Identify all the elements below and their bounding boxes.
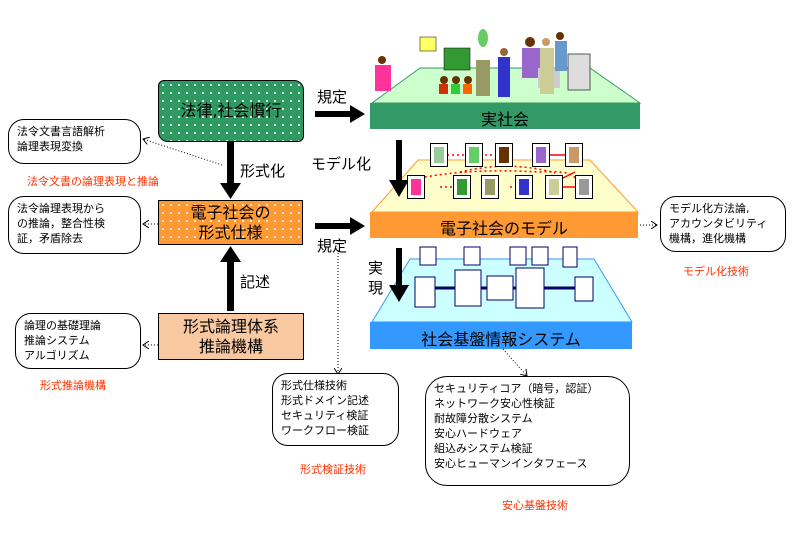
logic-box-line-2: 推論機構 <box>198 336 263 356</box>
arrow-describe <box>220 246 241 311</box>
spec-box-line-1: 電子社会の <box>190 202 271 222</box>
modeling-caption: モデル化技術 <box>683 265 749 278</box>
logic-box: 形式論理体系 推論機構 <box>158 313 304 360</box>
model-card <box>532 143 550 167</box>
model-card <box>575 175 593 199</box>
modeling-line-3: 機構，進化機構 <box>669 232 746 245</box>
logic-foundation-caption: 形式推論機構 <box>40 379 106 392</box>
reasoning-line-1: 法令論理表現から <box>17 202 105 215</box>
modeling-line-2: アカウンタビリティ <box>669 217 768 230</box>
safety-line-4: 安心ハードウェア <box>434 427 522 440</box>
logic-foundation-bubble: 論理の基礎理論 推論システム アルゴリズム <box>15 313 141 369</box>
legal-analysis-line-2: 論理表現変換 <box>17 140 83 153</box>
arrow-formalize <box>220 140 241 199</box>
formalize-label: 形式化 <box>240 162 286 180</box>
safety-line-2: ネットワーク安心性検証 <box>434 397 555 410</box>
verification-line-2: 形式ドメイン記述 <box>281 394 369 407</box>
arrow-regulate-mid <box>315 217 365 235</box>
spec-box-line-2: 形式仕様 <box>198 222 263 242</box>
verification-bubble: 形式仕様技術 形式ドメイン記述 セキュリティ検証 ワークフロー検証 <box>272 373 399 446</box>
model-card <box>465 143 483 167</box>
safety-caption: 安心基盤技術 <box>502 499 568 512</box>
verification-caption: 形式検証技術 <box>300 463 366 476</box>
safety-line-6: 安心ヒューマンインタフェース <box>434 457 588 470</box>
logic-foundation-line-2: 推論システム <box>24 334 90 347</box>
model-card <box>565 143 583 167</box>
reasoning-line-3: 証，矛盾除去 <box>17 232 83 245</box>
model-platform-label: 電子社会のモデル <box>439 219 568 238</box>
logic-foundation-line-3: アルゴリズム <box>24 349 90 362</box>
verification-line-3: セキュリティ検証 <box>281 409 369 422</box>
verification-line-1: 形式仕様技術 <box>281 379 347 392</box>
model-card <box>407 175 425 199</box>
logic-box-line-1: 形式論理体系 <box>182 316 279 336</box>
computer-network-illustration <box>414 246 594 309</box>
modeling-bubble: モデル化方法論, アカウンタビリティ 機構，進化機構 <box>660 196 786 252</box>
model-label: モデル化 <box>311 155 372 173</box>
real-society-label: 実社会 <box>480 110 529 129</box>
realize-text: 実現 <box>368 259 384 297</box>
safety-line-1: セキュリティコア（暗号，認証） <box>434 382 599 395</box>
model-card <box>481 175 499 199</box>
legal-analysis-caption: 法令文書の論理表現と推論 <box>27 175 159 188</box>
regulate-mid-label: 規定 <box>317 237 348 255</box>
reasoning-bubble: 法令論理表現から の推論，整合性検 証，矛盾除去 <box>8 196 141 254</box>
safety-line-5: 組込みシステム検証 <box>434 442 533 455</box>
safety-bubble: セキュリティコア（暗号，認証） ネットワーク安心性検証 耐故障分散システム 安心… <box>425 376 630 486</box>
model-card <box>495 143 513 167</box>
dotted-connectors <box>143 139 657 376</box>
law-scroll: 法律,社会慣行 <box>158 80 304 142</box>
arrow-realize <box>389 248 409 302</box>
verification-line-4: ワークフロー検証 <box>281 424 369 437</box>
model-card <box>545 175 563 199</box>
model-card <box>430 143 448 167</box>
law-scroll-label: 法律,社会慣行 <box>180 101 282 120</box>
reasoning-line-2: の推論，整合性検 <box>17 217 105 230</box>
safety-line-3: 耐故障分散システム <box>434 412 533 425</box>
regulate-top-label: 規定 <box>317 88 348 106</box>
modeling-line-1: モデル化方法論, <box>669 202 750 215</box>
arrow-model <box>389 140 409 197</box>
arrow-regulate-top <box>315 105 365 123</box>
legal-analysis-bubble: 法令文書言語解析 論理表現変換 <box>8 119 141 164</box>
infra-platform-label: 社会基盤情報システム <box>421 330 581 349</box>
model-card <box>453 175 471 199</box>
describe-label: 記述 <box>240 273 271 291</box>
logic-foundation-line-1: 論理の基礎理論 <box>24 319 101 332</box>
spec-box: 電子社会の 形式仕様 <box>158 200 303 245</box>
realize-label: 実現 <box>368 258 386 298</box>
people-illustration <box>375 29 591 97</box>
legal-analysis-line-1: 法令文書言語解析 <box>17 125 105 138</box>
model-card <box>515 175 533 199</box>
